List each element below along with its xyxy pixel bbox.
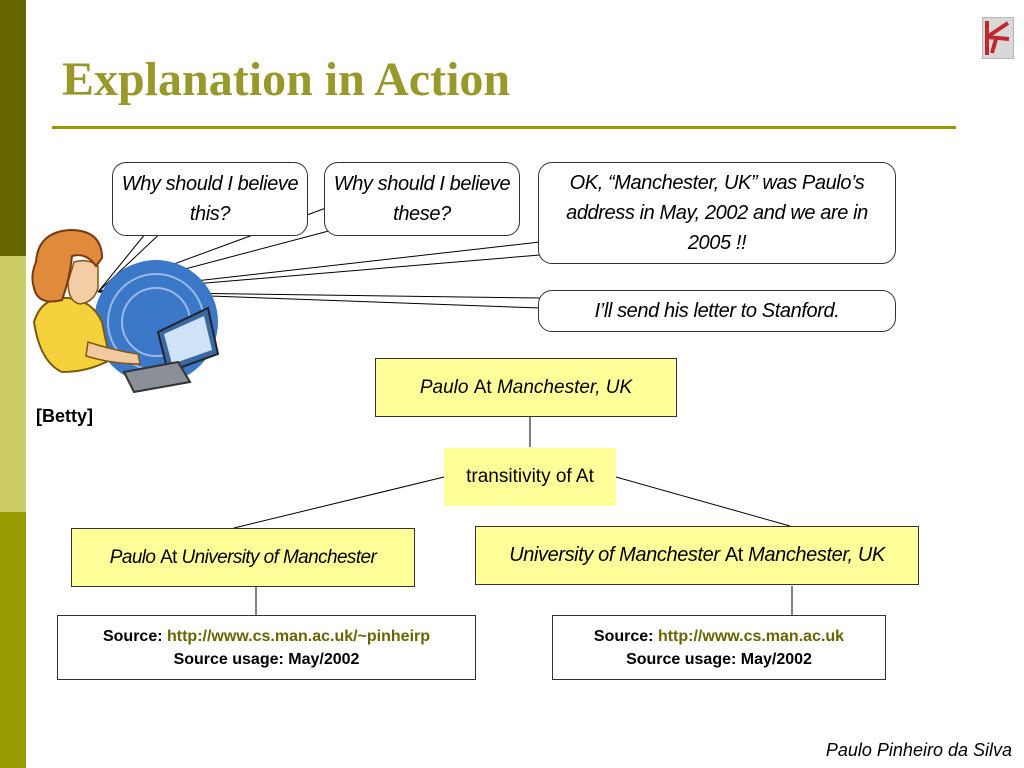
source-box-right: Source: http://www.cs.man.ac.uk Source u… (552, 615, 886, 680)
sidebar-band-bottom (0, 512, 26, 768)
inference-rule-node: transitivity of At (444, 448, 616, 506)
author-footer: Paulo Pinheiro da Silva (825, 740, 1012, 760)
conclusion-object: Manchester, UK (496, 376, 633, 398)
source-label: Source: (593, 627, 654, 645)
source-url-link[interactable]: http://www.cs.man.ac.uk/~pinheirp (167, 627, 431, 645)
premise-right-subject: University of Manchester (509, 544, 720, 566)
speech-bubble-question-this: Why should I believe this? (112, 162, 308, 236)
tree-edge-right (615, 476, 791, 527)
slide-title: Explanation in Action (62, 53, 511, 106)
betty-label: [Betty] (36, 406, 93, 426)
inference-rule-label: transitivity of At (466, 466, 594, 487)
conclusion-node: Paulo At Manchester, UK (375, 358, 677, 417)
source-label: Source: (102, 627, 163, 645)
speech-bubble-text: Why should I believe these? (333, 173, 511, 225)
premise-left-predicate: At (160, 546, 177, 568)
university-logo-icon (982, 17, 1014, 59)
premise-left-subject: Paulo (109, 546, 156, 568)
conclusion-predicate: At (473, 376, 492, 398)
tree-edge-left (233, 476, 445, 529)
source-line: Source: http://www.cs.man.ac.uk/~pinheir… (103, 625, 430, 648)
premise-right-node: University of Manchester At Manchester, … (475, 526, 919, 585)
speech-bubble-decision: I’ll send his letter to Stanford. (538, 290, 896, 332)
source-box-left: Source: http://www.cs.man.ac.uk/~pinheir… (57, 615, 476, 680)
title-underline (52, 126, 956, 129)
speech-bubble-text: I’ll send his letter to Stanford. (594, 300, 840, 322)
speech-bubble-question-these: Why should I believe these? (324, 162, 520, 236)
source-usage: Source usage: May/2002 (626, 650, 812, 668)
sidebar-band-middle (0, 256, 26, 512)
speech-bubble-answer: OK, “Manchester, UK” was Paulo’s address… (538, 162, 896, 264)
woman-at-laptop-illustration (31, 228, 220, 394)
speech-bubble-text: Why should I believe this? (121, 173, 299, 225)
premise-right-object: Manchester, UK (748, 544, 885, 566)
speech-line-1a (97, 227, 151, 293)
premise-right-predicate: At (724, 544, 744, 566)
premise-left-node: Paulo At University of Manchester (71, 528, 415, 587)
source-usage: Source usage: May/2002 (173, 650, 360, 668)
premise-left-object: University of Manchester (181, 546, 377, 568)
source-url-link[interactable]: http://www.cs.man.ac.uk (657, 627, 845, 645)
source-line: Source: http://www.cs.man.ac.uk (594, 625, 844, 648)
sidebar-band-top (0, 0, 26, 256)
conclusion-subject: Paulo (419, 376, 469, 398)
speech-bubble-text: OK, “Manchester, UK” was Paulo’s address… (566, 172, 868, 254)
